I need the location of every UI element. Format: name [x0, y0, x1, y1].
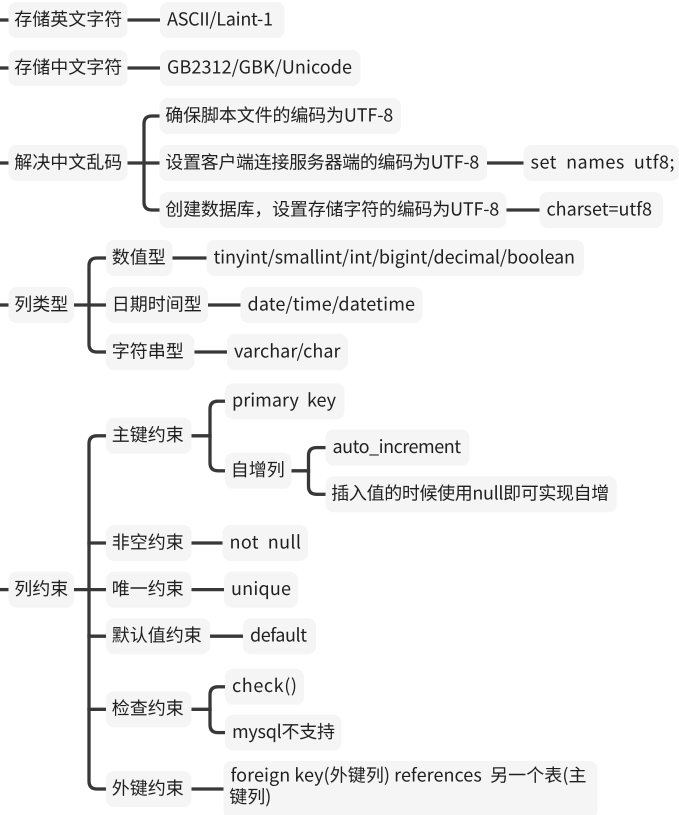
- svg-text:日期时间型: 日期时间型: [112, 290, 202, 316]
- svg-text:键列): 键列): [229, 783, 271, 809]
- svg-text:数值型: 数值型: [112, 243, 166, 269]
- svg-text:auto_increment: auto_increment: [333, 433, 462, 459]
- svg-text:检查约束: 检查约束: [112, 695, 184, 721]
- svg-text:默认值约束: 默认值约束: [112, 622, 202, 648]
- svg-text:非空约束: 非空约束: [112, 528, 184, 554]
- svg-text:自增列: 自增列: [231, 456, 285, 482]
- svg-text:解决中文乱码: 解决中文乱码: [14, 148, 122, 174]
- svg-text:主键约束: 主键约束: [112, 421, 184, 447]
- svg-text:确保脚本文件的编码为UTF-8: 确保脚本文件的编码为UTF-8: [165, 101, 393, 127]
- svg-text:set names utf8;: set names utf8;: [531, 148, 675, 174]
- svg-text:ASCII/Laint-1: ASCII/Laint-1: [167, 5, 273, 31]
- svg-text:date/time/datetime: date/time/datetime: [248, 290, 416, 316]
- svg-text:not null: not null: [230, 528, 302, 554]
- svg-text:unique: unique: [231, 575, 291, 601]
- svg-text:存储中文字符: 存储中文字符: [14, 53, 122, 79]
- svg-text:唯一约束: 唯一约束: [112, 575, 184, 601]
- svg-text:存储英文字符: 存储英文字符: [14, 5, 122, 31]
- svg-text:charset=utf8: charset=utf8: [547, 195, 653, 221]
- svg-text:tinyint/smallint/int/bigint/de: tinyint/smallint/int/bigint/decimal/bool…: [214, 243, 576, 269]
- svg-text:primary key: primary key: [232, 387, 337, 413]
- svg-text:列约束: 列约束: [14, 575, 68, 601]
- svg-text:check(): check(): [232, 672, 297, 698]
- svg-text:设置客户端连接服务器端的编码为UTF-8: 设置客户端连接服务器端的编码为UTF-8: [165, 148, 479, 174]
- svg-text:foreign key(外键列) references 另: foreign key(外键列) references 另一个表(主: [231, 762, 587, 788]
- svg-text:创建数据库，设置存储字符的编码为UTF-8: 创建数据库，设置存储字符的编码为UTF-8: [165, 195, 499, 221]
- svg-text:外键约束: 外键约束: [112, 774, 184, 800]
- svg-text:default: default: [250, 622, 307, 648]
- svg-text:插入值的时候使用null即可实现自增: 插入值的时候使用null即可实现自增: [331, 480, 609, 506]
- svg-text:mysql不支持: mysql不支持: [232, 718, 335, 744]
- svg-text:varchar/char: varchar/char: [234, 337, 342, 363]
- svg-text:列类型: 列类型: [14, 290, 68, 316]
- svg-text:GB2312/GBK/Unicode: GB2312/GBK/Unicode: [167, 53, 352, 79]
- svg-text:字符串型: 字符串型: [112, 337, 184, 363]
